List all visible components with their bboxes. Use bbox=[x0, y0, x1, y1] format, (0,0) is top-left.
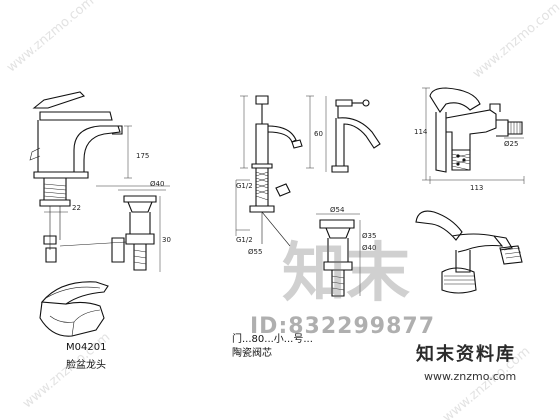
dim-label: 114 bbox=[414, 128, 428, 136]
small-faucet-elevation bbox=[325, 96, 381, 173]
model-number: M04201 bbox=[66, 342, 107, 353]
dim-label: 113 bbox=[470, 184, 484, 192]
caption-middle-line1: 门...80...小...号... bbox=[232, 334, 313, 345]
site-logo-text: 知末资料库 bbox=[416, 344, 516, 365]
dim-label: Ø54 bbox=[330, 206, 345, 214]
dim-label: G1/2 bbox=[236, 236, 253, 244]
watermark-id: ID:832299877 bbox=[250, 314, 436, 339]
dim-label: Ø35 bbox=[362, 232, 377, 240]
watermark-logo-big: 知末 bbox=[282, 237, 410, 311]
bib-tap-elevation bbox=[422, 87, 525, 184]
dim-label: 60 bbox=[314, 130, 323, 138]
site-logo-url: www.znzmo.com bbox=[424, 370, 517, 383]
dim-label: Ø25 bbox=[504, 140, 519, 148]
dim-label: Ø40 bbox=[150, 180, 165, 188]
caption-middle-line2: 陶瓷阀芯 bbox=[232, 348, 272, 359]
dim-label: 22 bbox=[72, 204, 81, 212]
dim-label: G1/2 bbox=[236, 182, 253, 190]
tall-faucet-elevation bbox=[235, 95, 314, 247]
dim-label: Ø40 bbox=[362, 244, 377, 252]
caption-basin-faucet: 脸盆龙头 bbox=[66, 360, 106, 371]
popup-drain-middle bbox=[316, 213, 361, 297]
popup-drain-left bbox=[59, 189, 166, 272]
bib-tap-perspective bbox=[415, 210, 523, 294]
dim-label: 175 bbox=[136, 152, 150, 160]
dim-label: 30 bbox=[162, 236, 171, 244]
dim-label: Ø55 bbox=[248, 248, 263, 256]
basin-faucet-elevation bbox=[29, 91, 170, 263]
basin-faucet-perspective bbox=[39, 281, 109, 337]
